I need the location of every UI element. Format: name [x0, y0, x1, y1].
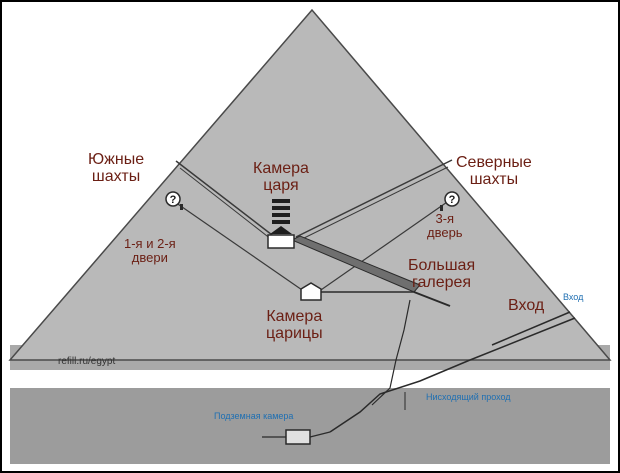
south-shaft-lower: [171, 199, 306, 293]
relieving-chambers: [270, 199, 292, 234]
doors-south-line-2: двери: [131, 249, 168, 265]
kings-chamber-line-1: Камера: [253, 160, 309, 177]
entrance-small-label: Вход: [563, 292, 584, 302]
grand-gallery-label: Большая галерея: [408, 257, 476, 292]
ascending-passage: [413, 291, 451, 307]
descending-passage-underground: [329, 359, 471, 433]
door-north-label: 3-я дверь: [427, 212, 463, 239]
north-shaft-upper: [295, 159, 453, 238]
north-shaft-lower: [317, 199, 451, 293]
queens-chamber-box: [300, 282, 322, 301]
underground-chamber-box: [285, 429, 311, 445]
grand-gallery: [290, 235, 421, 293]
question-circle-north: [444, 191, 460, 207]
south-shafts-line-2: шахты: [91, 167, 141, 185]
doors-south-label: 1-я и 2-я двери: [124, 237, 176, 264]
south-shafts-line-1: Южные: [88, 151, 145, 168]
door-north-line-1: 3-я: [435, 211, 455, 226]
south-shafts-label: Южные шахты: [88, 151, 145, 186]
north-shafts-label: Северные шахты: [456, 154, 532, 189]
well-shaft: [371, 299, 411, 406]
south-shaft-upper-inner: [179, 167, 277, 244]
kings-chamber-box: [267, 234, 295, 249]
door-north-line-2: дверь: [427, 224, 463, 240]
door-marker-south: [180, 204, 183, 210]
north-shaft-upper-inner: [295, 166, 449, 243]
grand-gallery-line-1: Большая: [408, 257, 476, 274]
kings-chamber-label: Камера царя: [253, 160, 309, 195]
underground-chamber-label: Подземная камера: [214, 411, 294, 421]
doors-south-line-1: 1-я и 2-я: [124, 236, 176, 251]
entrance-label: Вход: [508, 297, 545, 314]
descending-passage-line: [491, 311, 571, 346]
door-marker-north: [440, 205, 443, 211]
kings-chamber-line-2: царя: [263, 176, 299, 194]
queens-chamber-line-1: Камера: [266, 308, 323, 325]
north-shafts-line-2: шахты: [469, 170, 519, 188]
question-mark-north: ?: [449, 194, 456, 206]
queens-chamber-line-2: царицы: [266, 324, 323, 342]
north-shafts-line-1: Северные: [456, 154, 532, 171]
pyramid-body: [8, 8, 612, 361]
queens-chamber-label: Камера царицы: [266, 308, 323, 343]
underground-chamber-passage: [309, 431, 331, 438]
question-circle-south: [165, 191, 181, 207]
question-mark-south: ?: [170, 194, 177, 206]
descending-passage-label: Нисходящий проход: [426, 392, 511, 402]
descending-passage-outer: [469, 317, 576, 361]
underground-section: [10, 388, 610, 464]
watermark: refill.ru/egypt: [58, 356, 116, 367]
south-shaft-upper: [175, 160, 277, 239]
grand-gallery-line-2: галерея: [412, 273, 472, 291]
